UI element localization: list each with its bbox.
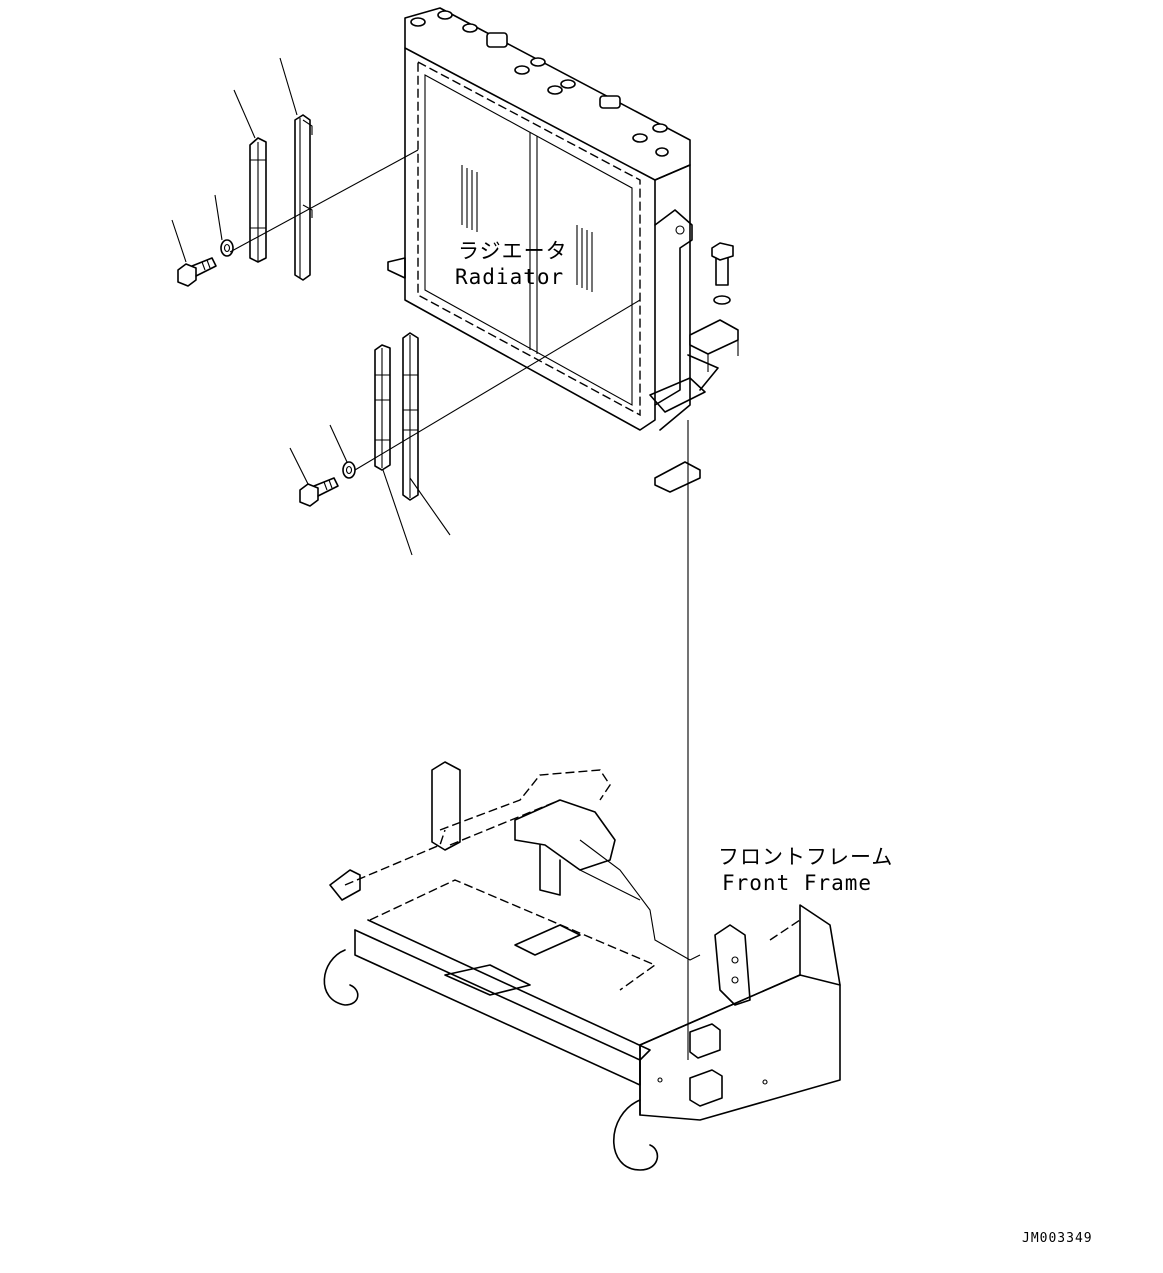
lower-washer — [342, 461, 356, 479]
upper-seal-plate — [294, 114, 313, 281]
front-frame — [323, 761, 841, 1171]
upper-seal-strip — [249, 137, 267, 263]
lower-seal-strip — [374, 344, 391, 471]
radiator-label-jp: ラジエータ — [458, 239, 568, 263]
radiator-label-en: Radiator — [455, 265, 564, 289]
upper-bolt — [177, 257, 217, 287]
drawing-code: JM003349 — [1022, 1231, 1093, 1246]
lower-seal-plate — [402, 332, 419, 501]
lower-bolt — [299, 477, 339, 507]
upper-leader-lines — [171, 57, 419, 263]
lower-spacer-plate — [654, 461, 701, 493]
upper-washer — [220, 239, 234, 257]
radiator-assembly — [387, 7, 706, 431]
lower-leader-lines — [289, 299, 641, 556]
front-frame-label-jp: フロントフレーム — [718, 845, 893, 869]
bracket-bolt — [687, 242, 739, 391]
front-frame-label-en: Front Frame — [722, 871, 872, 895]
